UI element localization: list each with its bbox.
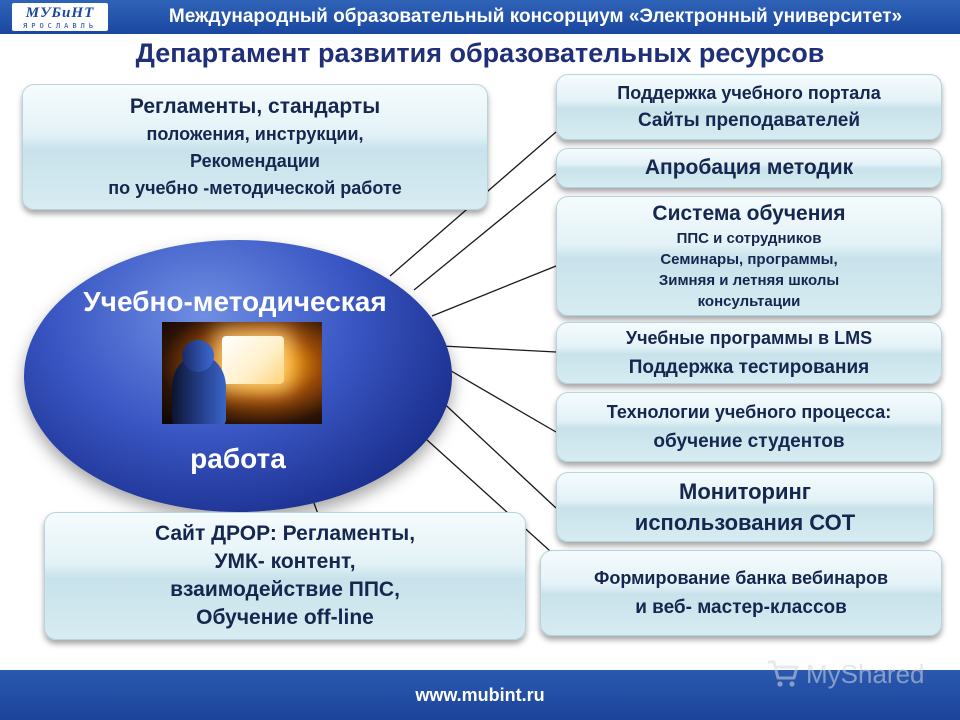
box-text-line: Регламенты, стандарты	[129, 95, 381, 118]
logo-sub-text: ЯРОСЛАВЛЬ	[23, 22, 97, 30]
box-text-line: Обучение off-line	[196, 606, 374, 629]
box-text-line: Учебные программы в LMS	[625, 328, 873, 348]
box-text-line: и веб- мастер-классов	[635, 597, 847, 618]
computer-user-image	[162, 322, 322, 424]
box-text-line: Зимняя и летняя школы	[658, 272, 840, 289]
box-text-line: Технологии учебного процесса:	[606, 402, 892, 422]
box-text-line: по учебно -методической работе	[108, 178, 402, 198]
connector-line-webinars	[415, 429, 561, 561]
footer-bar: www.mubint.ru	[0, 670, 960, 720]
box-text-line: Система обучения	[652, 202, 846, 225]
box-text-line: Формирование банка вебинаров	[593, 568, 889, 588]
footer-url-link[interactable]: www.mubint.ru	[415, 685, 545, 705]
connector-line-tech	[445, 367, 557, 433]
connector-line-sistema	[431, 265, 557, 317]
myshared-watermark: MyShared	[766, 656, 946, 692]
box-aprobacia: Апробация методик	[556, 148, 942, 188]
mubint-logo[interactable]: МУБиНТ ЯРОСЛАВЛЬ	[12, 3, 108, 31]
connector-line-aprobacia	[413, 173, 557, 291]
box-learning-technologies: Технологии учебного процесса: обучение с…	[556, 392, 942, 462]
box-text-line: взаимодействие ППС,	[170, 578, 400, 601]
shopping-cart-icon	[768, 660, 799, 687]
monitor-glow-icon	[222, 336, 284, 384]
box-text-line: Семинары, программы,	[660, 251, 838, 268]
box-text-line: обучение студентов	[653, 431, 845, 452]
person-head-icon	[182, 340, 214, 372]
box-text-line: ППС и сотрудников	[676, 230, 822, 247]
consortium-title: Международный образовательный консорциум…	[168, 6, 903, 27]
header-bar: МУБиНТ ЯРОСЛАВЛЬ Международный образоват…	[0, 0, 960, 34]
box-dror-site: Сайт ДРОР: Регламенты, УМК- контент, вза…	[44, 512, 526, 640]
box-text-line: положения, инструкции,	[146, 124, 364, 144]
box-text-line: консультации	[697, 293, 801, 310]
box-text-line: Поддержка учебного портала	[617, 83, 881, 103]
box-text-line: использования СОТ	[634, 510, 856, 535]
connector-line-monitoring	[435, 395, 557, 509]
center-label-top: Учебно-методическая	[83, 286, 387, 317]
box-reglamenty: Регламенты, стандарты положения, инструк…	[22, 84, 488, 210]
box-webinar-bank: Формирование банка вебинаров и веб- маст…	[540, 550, 942, 636]
box-text-line: Поддержка тестирования	[628, 357, 870, 378]
box-text-line: Мониторинг	[679, 479, 811, 504]
box-portal-support: Поддержка учебного портала Сайты препода…	[556, 74, 942, 140]
watermark-text: MyShared	[806, 659, 925, 689]
connector-line-lms	[441, 345, 557, 353]
box-lms-programs: Учебные программы в LMS Поддержка тестир…	[556, 322, 942, 384]
box-sot-monitoring: Мониторинг использования СОТ	[556, 472, 934, 542]
page-title: Департамент развития образовательных рес…	[135, 38, 825, 68]
box-text-line: УМК- контент,	[214, 550, 356, 573]
box-training-system: Система обучения ППС и сотрудников Семин…	[556, 196, 942, 316]
box-text-line: Сайты преподавателей	[637, 110, 861, 131]
box-text-line: Сайт ДРОР: Регламенты,	[154, 522, 416, 545]
center-label-bottom: работа	[190, 443, 286, 474]
box-text-line: Рекомендации	[190, 151, 320, 171]
logo-main-text: МУБиНТ	[25, 5, 95, 21]
box-text-line: Апробация методик	[644, 156, 854, 179]
